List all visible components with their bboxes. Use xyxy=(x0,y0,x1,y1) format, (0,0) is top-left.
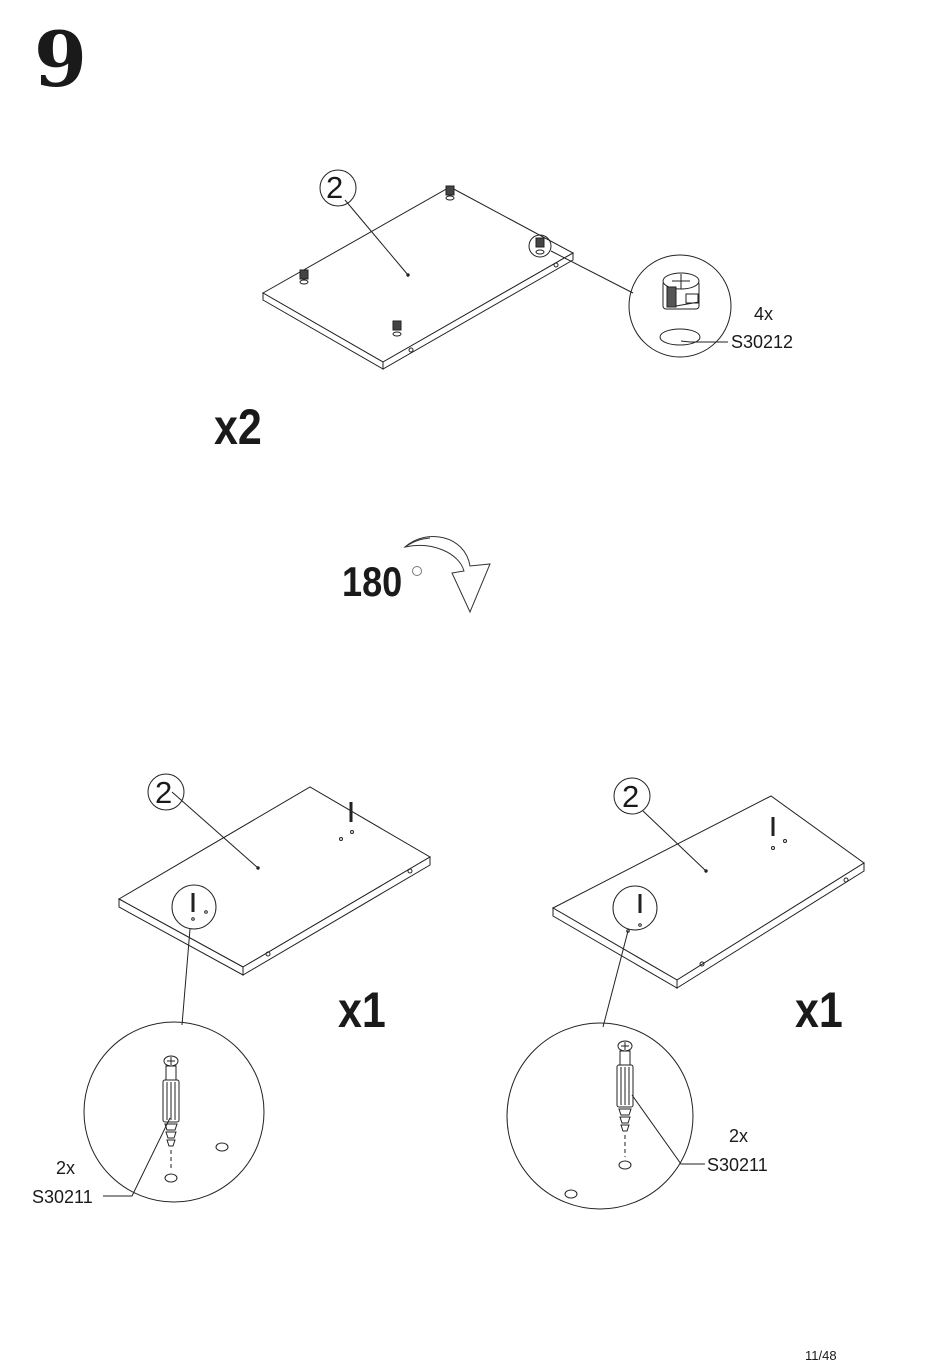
zoom-bubble xyxy=(507,1023,693,1209)
rotation-angle: 180 xyxy=(342,561,402,603)
cam-lock-detail-icon xyxy=(663,273,699,309)
minifix-bolt-detail-icon xyxy=(163,1056,179,1170)
fitting-code: S30212 xyxy=(731,333,793,351)
page-number: 11/48 xyxy=(805,1349,837,1362)
part-number-label: 2 xyxy=(622,781,639,812)
panel-quantity: x1 xyxy=(795,985,843,1035)
panel-quantity: x2 xyxy=(214,402,262,452)
fitting-quantity: 4x xyxy=(754,305,773,323)
fitting-code: S30211 xyxy=(707,1156,768,1174)
part-number-label: 2 xyxy=(155,777,172,808)
top-panel-top-face xyxy=(263,187,573,362)
step-number: 9 xyxy=(34,22,87,98)
part-number-label: 2 xyxy=(326,172,343,203)
fitting-quantity: 2x xyxy=(56,1159,75,1177)
degree-symbol xyxy=(412,566,422,576)
fitting-code: S30211 xyxy=(32,1188,93,1206)
panel-quantity: x1 xyxy=(338,985,386,1035)
fitting-quantity: 2x xyxy=(729,1127,748,1145)
minifix-bolt-detail-icon xyxy=(617,1041,633,1157)
